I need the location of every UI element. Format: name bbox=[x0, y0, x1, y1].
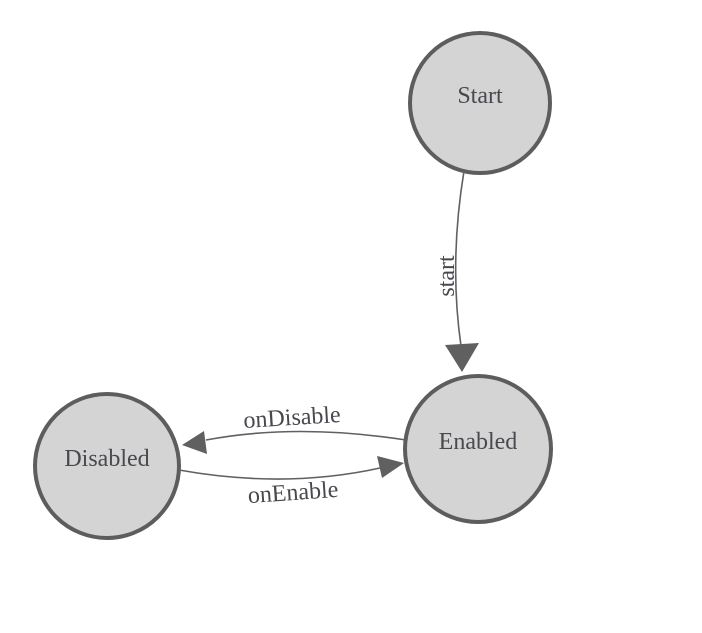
edge-label-start: start bbox=[434, 255, 460, 297]
arrowhead-icon bbox=[377, 456, 404, 478]
state-circle-disabled[interactable] bbox=[33, 392, 181, 540]
edge-path-onenable[interactable] bbox=[178, 467, 381, 480]
edge-path-start[interactable] bbox=[454, 170, 465, 347]
edge-label-onenable: onEnable bbox=[247, 477, 339, 509]
state-label-enabled: Enabled bbox=[439, 429, 518, 455]
state-node-enabled[interactable]: Enabled bbox=[403, 374, 553, 524]
state-circle-start[interactable] bbox=[408, 31, 552, 175]
edge-disabled-to-enabled[interactable]: onEnable bbox=[178, 456, 404, 509]
state-label-disabled: Disabled bbox=[64, 446, 149, 472]
edge-path-ondisable[interactable] bbox=[205, 430, 407, 441]
arrowhead-icon bbox=[182, 431, 207, 454]
state-node-start[interactable]: Start bbox=[408, 31, 552, 175]
edge-label-ondisable: onDisable bbox=[243, 402, 342, 434]
state-label-start: Start bbox=[457, 83, 503, 109]
arrowhead-icon bbox=[445, 343, 479, 372]
state-circle-enabled[interactable] bbox=[403, 374, 553, 524]
edge-start-to-enabled[interactable]: start bbox=[434, 170, 479, 372]
edge-enabled-to-disabled[interactable]: onDisable bbox=[182, 402, 407, 454]
state-node-disabled[interactable]: Disabled bbox=[33, 392, 181, 540]
